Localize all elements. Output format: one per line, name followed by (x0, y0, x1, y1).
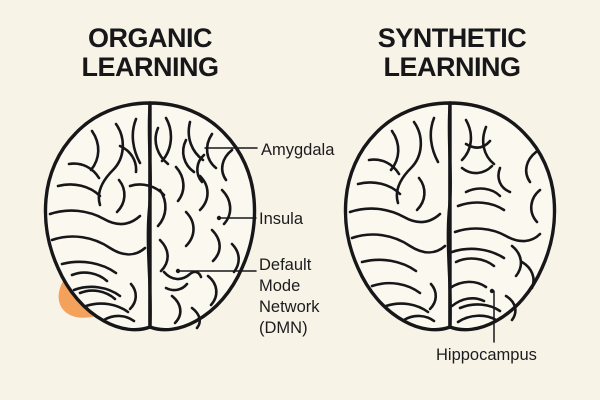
sulcus (520, 260, 535, 290)
sulcus (504, 294, 517, 322)
sulcus (198, 174, 209, 212)
sulcus-on-region (118, 144, 138, 174)
sulcus-on-region (456, 201, 506, 212)
sulcus (174, 165, 185, 203)
longitudinal-fissure (446, 102, 452, 329)
sulcus-on-region (497, 166, 512, 194)
callout-label-dmn: Default Mode Network (DMN) (259, 256, 320, 338)
sulcus (170, 294, 182, 325)
sulcus (115, 178, 126, 214)
longitudinal-fissure (146, 102, 152, 329)
sulcus (428, 282, 438, 311)
sulcus-on-region (154, 126, 170, 166)
sulcus (160, 116, 173, 163)
sulcus-on-region (464, 139, 492, 149)
sulcus (48, 209, 142, 226)
sulcus-on-region (448, 280, 488, 290)
brain-synthetic (343, 101, 557, 343)
sulcus-on-region (70, 271, 109, 283)
sulcus-on-region (450, 296, 486, 308)
sulcus-on-region (78, 289, 117, 301)
panel-title-organic: ORGANIC LEARNING (81, 23, 220, 83)
sulcus (230, 242, 240, 274)
right-hemisphere-outline (448, 101, 557, 332)
sulcus (184, 210, 195, 248)
sulcus (89, 129, 100, 172)
sulcus (56, 183, 102, 198)
sulcus (429, 116, 440, 164)
sulcus (460, 118, 473, 162)
callout-label-insula: Insula (259, 210, 304, 228)
sulcus (348, 207, 442, 224)
sulcus-on-region (489, 288, 495, 294)
sulcus (350, 233, 447, 254)
sulcus (210, 228, 221, 263)
sulcus-on-region (164, 282, 189, 292)
sulcus-on-region (196, 153, 206, 184)
left-hemisphere-outline (343, 101, 452, 332)
sulcus-on-region (181, 138, 196, 174)
sulcus (67, 162, 101, 180)
sulcus (190, 306, 202, 330)
sulcus (220, 148, 234, 182)
sulcus (415, 176, 426, 212)
sulcus (524, 150, 538, 184)
sulcus (60, 260, 118, 275)
sulcus (220, 188, 232, 226)
sulcus (356, 181, 402, 196)
sulcus (510, 244, 523, 278)
sulcus-on-region (460, 164, 494, 175)
sulcus (72, 285, 122, 298)
sulcus (530, 188, 542, 224)
sulcus (360, 258, 418, 273)
sulcus (453, 227, 542, 243)
callout-label-hippocampus: Hippocampus (436, 346, 537, 364)
sulcus (50, 235, 147, 256)
sulcus (450, 247, 506, 260)
sulcus (367, 158, 401, 176)
sulcus (402, 314, 436, 323)
sulcus (458, 303, 502, 313)
right-hemisphere-outline (148, 101, 257, 332)
callout-label-amygdala: Amygdala (261, 141, 335, 159)
sulcus (206, 274, 218, 307)
sulcus-on-region (481, 125, 496, 166)
leader-dot-dmn (175, 268, 181, 274)
sulcus-on-region (162, 270, 203, 281)
sulcus-on-region (464, 187, 502, 198)
sulcus (84, 302, 130, 314)
leader-dot-insula (216, 215, 222, 221)
panel-title-synthetic: SYNTHETIC LEARNING (377, 23, 527, 83)
sulcus (102, 314, 136, 323)
sulcus (128, 282, 138, 311)
sulcus-on-region (128, 183, 166, 197)
sulcus (370, 281, 422, 295)
sulcus (158, 238, 169, 273)
sulcus (205, 132, 218, 170)
sulcus (131, 117, 142, 165)
sulcus-on-region (454, 257, 496, 268)
sulcus (384, 302, 430, 314)
brain-organic (43, 101, 258, 332)
